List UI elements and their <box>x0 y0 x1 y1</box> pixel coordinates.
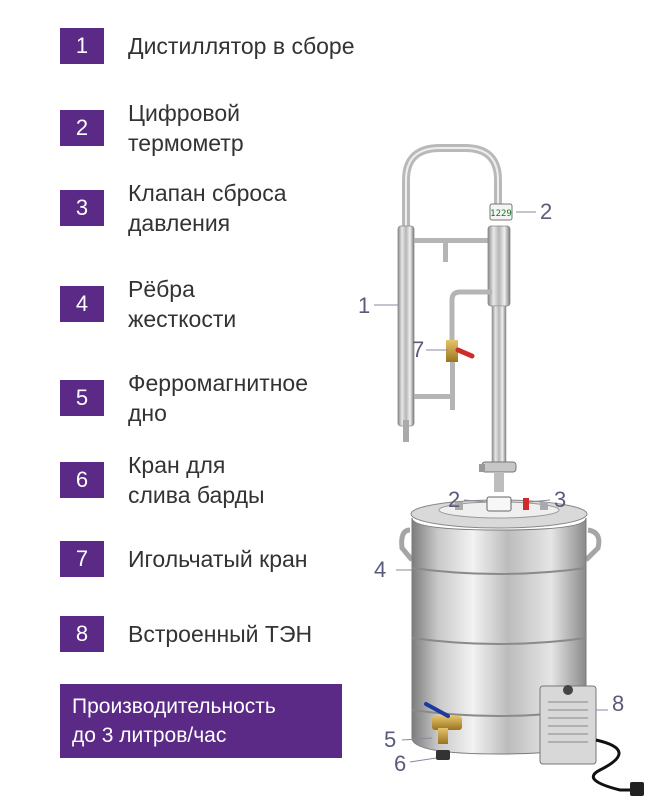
drain-tap-spout <box>438 728 448 744</box>
callout-5: 5 <box>384 727 397 752</box>
feature-label: Кран для слива барды <box>128 452 265 508</box>
callout-6: 6 <box>394 751 407 776</box>
feature-label: Цифровой термометр <box>128 100 244 156</box>
condenser-outlet <box>403 420 409 442</box>
pressure-valve <box>523 498 529 510</box>
heater-knob <box>563 685 573 695</box>
capacity-banner: Производительность до 3 литров/час <box>60 684 342 758</box>
feature-number-badge: 8 <box>60 616 104 652</box>
callout-1: 1 <box>358 293 371 318</box>
tank-handle-right <box>584 527 602 562</box>
callout-lines <box>374 211 608 763</box>
arc-tube-highlight <box>405 147 499 230</box>
condenser-column <box>397 225 415 427</box>
feature-item-1: 1 Дистиллятор в сборе <box>60 28 355 64</box>
lid-clip-left <box>455 502 463 510</box>
feature-label: Встроенный ТЭН <box>128 621 313 647</box>
feature-number-badge: 1 <box>60 28 104 64</box>
connector-bar-top <box>414 238 490 243</box>
power-plug <box>630 782 644 796</box>
feature-item-2: 2 Цифровой термометр <box>60 98 244 158</box>
feature-label: Дистиллятор в сборе <box>128 33 355 59</box>
heater-vents <box>548 701 588 743</box>
callout-3: 3 <box>554 487 567 512</box>
power-cord <box>591 738 636 792</box>
feature-item-7: 7 Игольчатый кран <box>60 541 308 577</box>
tank-foot <box>436 750 450 760</box>
thermometer-display: 1229 <box>490 209 512 219</box>
feature-number-badge: 7 <box>60 541 104 577</box>
drain-tap-body <box>432 716 462 730</box>
feature-number-badge: 4 <box>60 286 104 322</box>
feature-number-badge: 3 <box>60 190 104 226</box>
feature-item-5: 5 Ферромагнитное дно <box>60 368 308 428</box>
feature-item-6: 6 Кран для слива барды <box>60 450 265 510</box>
lid-clip-right <box>540 502 548 510</box>
clamp-screw <box>479 464 485 472</box>
thermometer-top <box>489 203 513 221</box>
column-clamp <box>481 461 517 473</box>
callout-7: 7 <box>412 337 425 362</box>
drain-tap-handle <box>424 702 450 718</box>
feature-label: Ферромагнитное дно <box>128 370 309 426</box>
column-neck <box>494 472 504 492</box>
callout-2-lid: 2 <box>448 487 461 512</box>
feature-list: 1 Дистиллятор в сборе 2 Цифровой термоме… <box>60 28 355 652</box>
feature-item-8: 8 Встроенный ТЭН <box>60 616 312 652</box>
lid-thermometer <box>486 496 512 512</box>
feature-label: Клапан сброса давления <box>128 180 287 236</box>
feature-number-badge: 2 <box>60 110 104 146</box>
tank-rib <box>411 567 587 575</box>
distiller-drawing: 1229 <box>374 144 644 796</box>
connector-drop <box>443 238 448 262</box>
callout-8: 8 <box>612 691 625 716</box>
arc-tube <box>402 144 502 230</box>
feature-number-badge: 5 <box>60 380 104 416</box>
needle-valve-tube <box>449 289 492 360</box>
needle-valve-handle <box>455 347 475 359</box>
feature-item-4: 4 Рёбра жесткости <box>60 274 236 334</box>
feature-number-badge: 6 <box>60 462 104 498</box>
return-tube <box>450 350 455 410</box>
heater-box <box>539 685 597 765</box>
connector-bar-bottom <box>414 394 454 399</box>
needle-valve-body <box>446 340 458 362</box>
main-column <box>491 305 507 467</box>
product-illustration: 1229 <box>340 130 653 810</box>
tank-rib <box>411 637 587 645</box>
callout-4: 4 <box>374 557 387 582</box>
feature-label: Игольчатый кран <box>128 546 308 572</box>
callout-2-top: 2 <box>540 199 553 224</box>
feature-label: Рёбра жесткости <box>128 276 237 332</box>
tank-handle-left <box>399 527 414 562</box>
feature-item-3: 3 Клапан сброса давления <box>60 178 287 238</box>
